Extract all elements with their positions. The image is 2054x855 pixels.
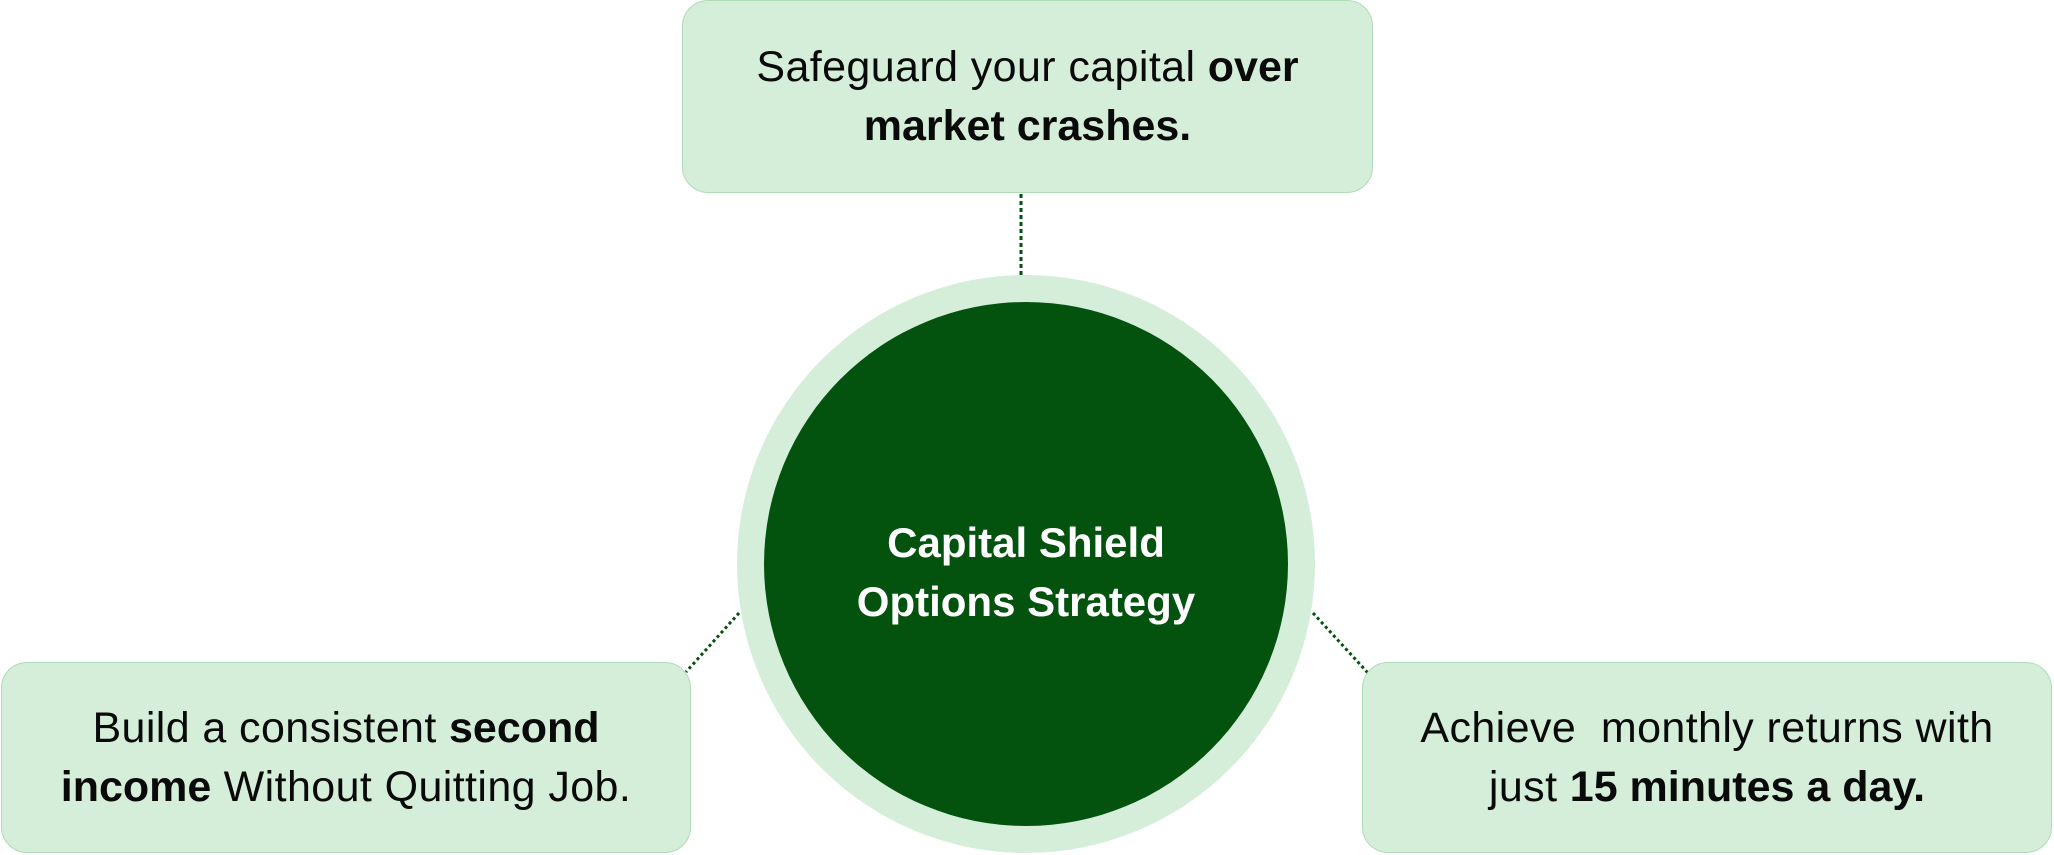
hub-ring: Capital Shield Options Strategy	[737, 275, 1315, 853]
benefit-text-regular: Build a consistent	[92, 703, 450, 752]
benefit-box-second-income: Build a consistent second income Without…	[1, 662, 691, 853]
connector-left	[684, 611, 741, 674]
benefit-box-monthly-returns: Achieve monthly returns with just 15 min…	[1362, 662, 2052, 853]
connector-right	[1311, 611, 1370, 675]
benefit-text: Achieve monthly returns with just 15 min…	[1387, 699, 2027, 817]
benefit-box-capital-protection: Safeguard your capital over market crash…	[682, 0, 1373, 193]
benefit-text-regular-2: Without Quitting Job.	[211, 762, 632, 811]
benefit-text: Safeguard your capital over market crash…	[708, 38, 1348, 156]
hub-circle: Capital Shield Options Strategy	[764, 302, 1288, 826]
benefit-text-bold: second income	[60, 703, 600, 811]
benefit-text-regular: Safeguard your capital	[756, 42, 1208, 91]
hub-title-line-2: Options Strategy	[856, 578, 1196, 625]
benefit-text-regular: Achieve monthly returns with just	[1420, 703, 2006, 811]
benefit-text-bold: over market crashes.	[863, 42, 1299, 150]
benefit-text: Build a consistent second income Without…	[16, 699, 676, 817]
benefit-text-bold: 15 minutes a day.	[1569, 762, 1926, 811]
hub-title-line-1: Capital Shield	[887, 519, 1165, 566]
hub-title: Capital Shield Options Strategy	[816, 513, 1236, 631]
